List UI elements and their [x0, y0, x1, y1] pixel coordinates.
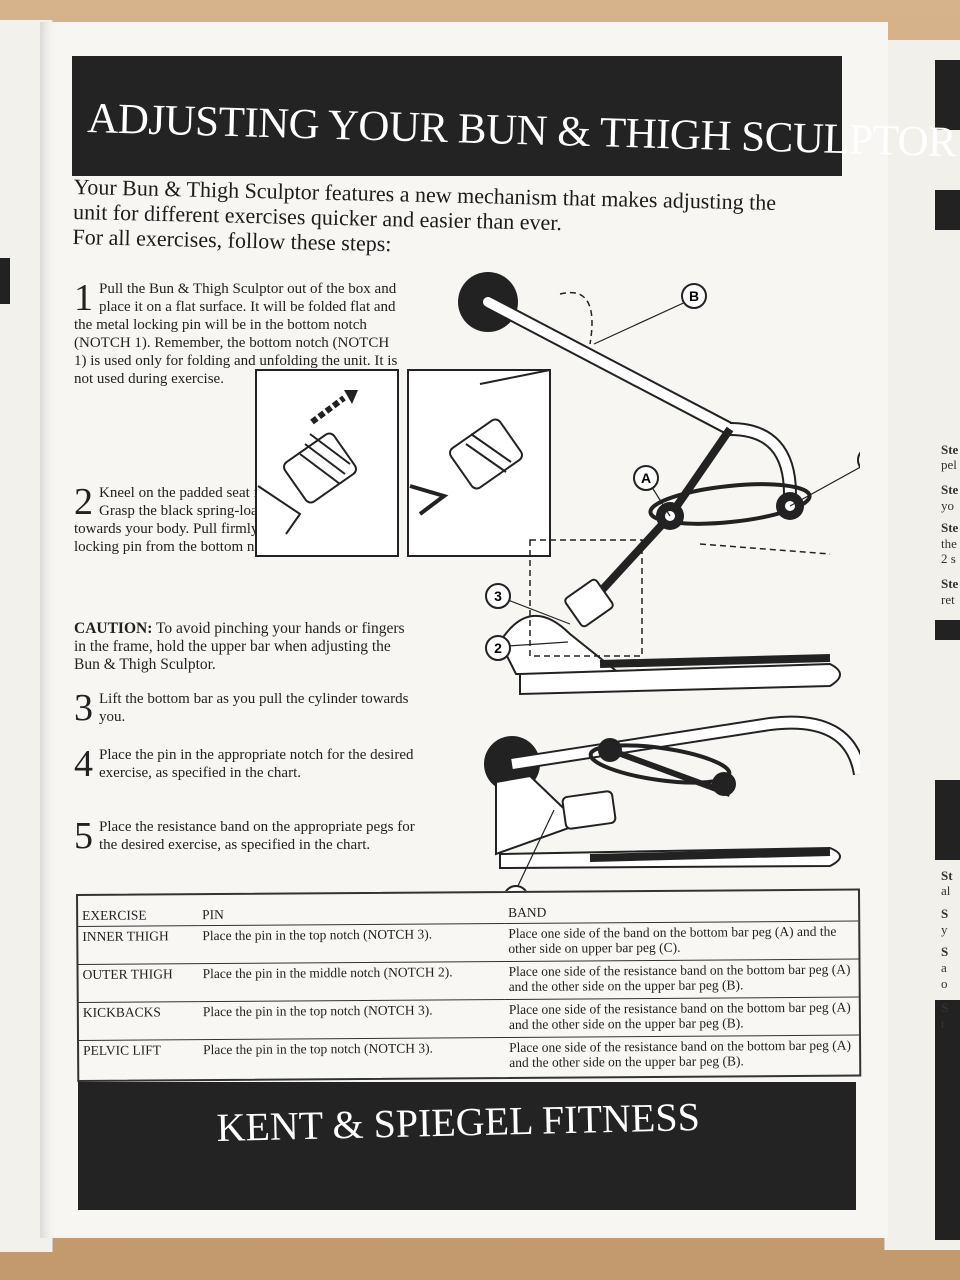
machine-diagram: B A C 3 2 1 [255, 272, 860, 894]
folded-machine [484, 715, 860, 870]
right-fragment: Ste [941, 482, 959, 497]
step-1: 1 Pull the Bun & Thigh Sculptor out of t… [74, 277, 404, 388]
header-pin: PIN [198, 893, 505, 926]
label-peg-b: B [689, 288, 699, 304]
step-number: 1 [74, 277, 93, 319]
table-row: OUTER THIGH Place the pin in the middle … [78, 959, 859, 1003]
cell-pin: Place the pin in the top notch (NOTCH 3)… [198, 923, 505, 964]
caution-note: CAUTION: To avoid pinching your hands or… [74, 620, 414, 674]
right-page-edge: Ste pel Ste yo Ste the 2 s Ste ret St al… [884, 40, 960, 1250]
step-number: 3 [74, 687, 93, 729]
callout-peg-b: B [593, 283, 707, 345]
step-text: Pull the Bun & Thigh Sculptor out of the… [74, 281, 398, 387]
right-fragment: St [941, 868, 953, 883]
table-row: PELVIC LIFT Place the pin in the top not… [79, 1035, 859, 1078]
callout-peg-c: C [789, 451, 860, 507]
step-3: 3 Lift the bottom bar as you pull the cy… [74, 687, 414, 729]
caution-label: CAUTION: [74, 620, 153, 637]
manual-page: ADJUSTING YOUR BUN & THIGH SCULPTOR Your… [40, 22, 957, 1238]
step-4: 4 Place the pin in the appropriate notch… [74, 743, 414, 785]
cell-band: Place one side of the resistance band on… [509, 1037, 852, 1070]
header-band: BAND [504, 890, 859, 924]
cell-exercise: PELVIC LIFT [83, 1042, 162, 1058]
label-notch-2: 2 [494, 640, 502, 656]
detail-inset-2 [407, 369, 551, 557]
step-number: 4 [74, 743, 93, 785]
right-fragment: t [941, 1016, 945, 1031]
right-fragment: y [941, 922, 948, 937]
right-page-bar [935, 190, 960, 230]
step-5: 5 Place the resistance band on the appro… [74, 815, 420, 857]
right-fragment: S [941, 906, 949, 921]
cell-pin: Place the pin in the middle notch (NOTCH… [198, 961, 505, 1002]
left-page-mark [0, 258, 10, 304]
right-fragment: the [941, 536, 957, 551]
table-row: KICKBACKS Place the pin in the top notch… [78, 997, 860, 1041]
right-fragment: ret [941, 592, 955, 607]
header-exercise: EXERCISE [78, 895, 199, 927]
right-fragment: S [941, 944, 949, 959]
right-page-bar [935, 1000, 960, 1240]
label-notch-3: 3 [494, 588, 502, 604]
exercise-table: EXERCISE PIN BAND INNER THIGH Place the … [78, 890, 860, 1078]
label-peg-a: A [641, 470, 651, 486]
cell-band: Place one side of the band on the bottom… [504, 921, 859, 962]
right-fragment: Ste [941, 520, 959, 535]
right-fragment: Ste [941, 442, 959, 457]
intro-paragraph: Your Bun & Thigh Sculptor features a new… [72, 174, 844, 266]
right-fragment: al [941, 883, 951, 898]
table-row: INNER THIGH Place the pin in the top not… [78, 921, 859, 965]
right-page-bar [935, 60, 960, 130]
cell-exercise: OUTER THIGH [78, 963, 199, 1003]
right-fragment: S [941, 1000, 949, 1015]
right-fragment: 2 s [941, 551, 956, 566]
right-fragment: yo [941, 498, 954, 513]
right-page-bar [935, 780, 960, 860]
callout-peg-a: A [633, 465, 671, 517]
right-fragment: a [941, 960, 947, 975]
cell-exercise: KICKBACKS [78, 1001, 200, 1041]
step-text: Place the pin in the appropriate notch f… [99, 747, 414, 781]
caution-text: To avoid pinching your hands or fingers … [74, 620, 405, 673]
right-page-bar [935, 620, 960, 640]
cell-exercise: INNER THIGH [78, 925, 199, 965]
title-banner [72, 56, 842, 176]
step-text: Place the resistance band on the appropr… [99, 819, 415, 853]
cell-band: Place one side of the resistance band on… [504, 959, 859, 1000]
right-fragment: pel [941, 457, 957, 472]
cell-pin: Place the pin in the top notch (NOTCH 3)… [198, 999, 506, 1040]
upright-machine [458, 272, 841, 696]
exercise-chart: EXERCISE PIN BAND INNER THIGH Place the … [76, 888, 862, 1082]
callout-notch-2: 2 [485, 635, 569, 661]
step-text: Lift the bottom bar as you pull the cyli… [99, 691, 409, 725]
cell-pin: Place the pin in the top notch (NOTCH 3)… [203, 1040, 433, 1058]
cell-band: Place one side of the resistance band on… [504, 997, 860, 1038]
right-fragment: Ste [941, 576, 959, 591]
step-number: 5 [74, 815, 93, 857]
step-number: 2 [74, 481, 93, 523]
right-fragment: o [941, 976, 948, 991]
footer-banner [78, 1082, 856, 1210]
detail-inset-1 [255, 369, 399, 557]
callout-notch-3: 3 [485, 583, 571, 625]
